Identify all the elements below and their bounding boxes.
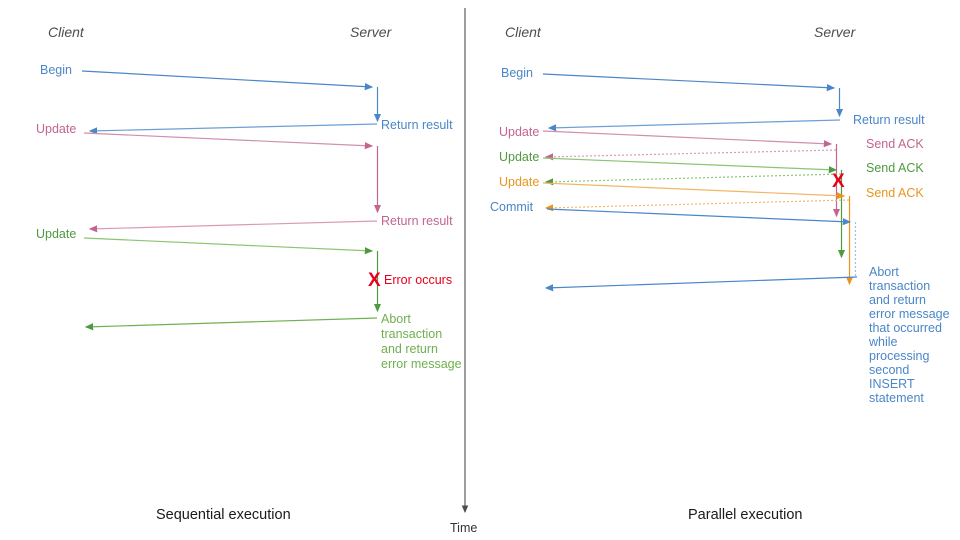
par-abort-line-2: transaction [869,279,931,293]
par-client-label-commit: Commit [490,200,534,214]
seq-client-label-update-2: Update [36,227,77,241]
par-abort-line-1: Abort [869,265,899,279]
par-panel-caption: Parallel execution [688,507,803,523]
seq-abort-line-4: error message [381,357,462,371]
seq-actor-server-label: Server [350,24,392,40]
seq-return-result-2-arrow [88,220,378,233]
par-commit-request-arrow [546,208,852,226]
seq-client-label-begin: Begin [40,63,72,77]
seq-update1-request-arrow [83,132,374,150]
par-actor-server-label: Server [814,24,856,40]
par-abort-line-5: that occurred [869,321,942,335]
par-server-label-send-ack-2: Send ACK [866,161,924,175]
par-server-label-send-ack-3: Send ACK [866,186,924,200]
seq-begin-request-arrow [81,70,374,91]
seq-error-label: Error occurs [384,273,453,287]
par-update3-request-arrow [542,182,846,200]
par-abort-line-3: and return [869,293,926,307]
par-abort-return-arrow [544,276,858,292]
time-axis-label: Time [450,521,478,535]
seq-abort-line-1: Abort [381,312,411,326]
par-send-ack-3-arrow [544,199,850,212]
par-client-label-begin: Begin [501,66,533,80]
seq-server-label-return-result-1: Return result [381,118,453,132]
par-send-ack-1-arrow [544,149,837,161]
par-abort-line-10: statement [869,391,924,405]
par-actor-client-label: Client [505,24,541,40]
par-send-ack-2-arrow [544,173,842,186]
par-abort-line-7: processing [869,349,930,363]
par-abort-line-8: second [869,363,910,377]
par-abort-line-9: INSERT [869,377,915,391]
par-client-label-update-3: Update [499,175,540,189]
seq-panel-caption: Sequential execution [156,507,291,523]
par-server-label-send-ack-1: Send ACK [866,137,924,151]
seq-abort-line-3: and return [381,342,438,356]
seq-error-x-icon: X [368,270,381,291]
seq-update2-request-arrow [83,237,374,255]
seq-actor-client-label: Client [48,24,84,40]
par-begin-request-arrow [542,73,836,92]
par-error-x-icon: X [832,171,845,192]
seq-server-label-return-result-2: Return result [381,214,453,228]
par-server-label-return-result: Return result [853,113,925,127]
par-return-result-arrow [547,119,841,132]
seq-client-label-update-1: Update [36,122,77,136]
par-abort-line-6: while [869,335,898,349]
seq-return-result-1-arrow [88,123,378,135]
seq-abort-return-arrow [84,317,378,331]
par-update2-request-arrow [542,157,838,174]
par-abort-line-4: error message [869,307,950,321]
par-client-label-update-2: Update [499,150,540,164]
seq-abort-line-2: transaction [381,327,443,341]
par-client-label-update-1: Update [499,125,540,139]
par-update1-request-arrow [542,130,833,148]
